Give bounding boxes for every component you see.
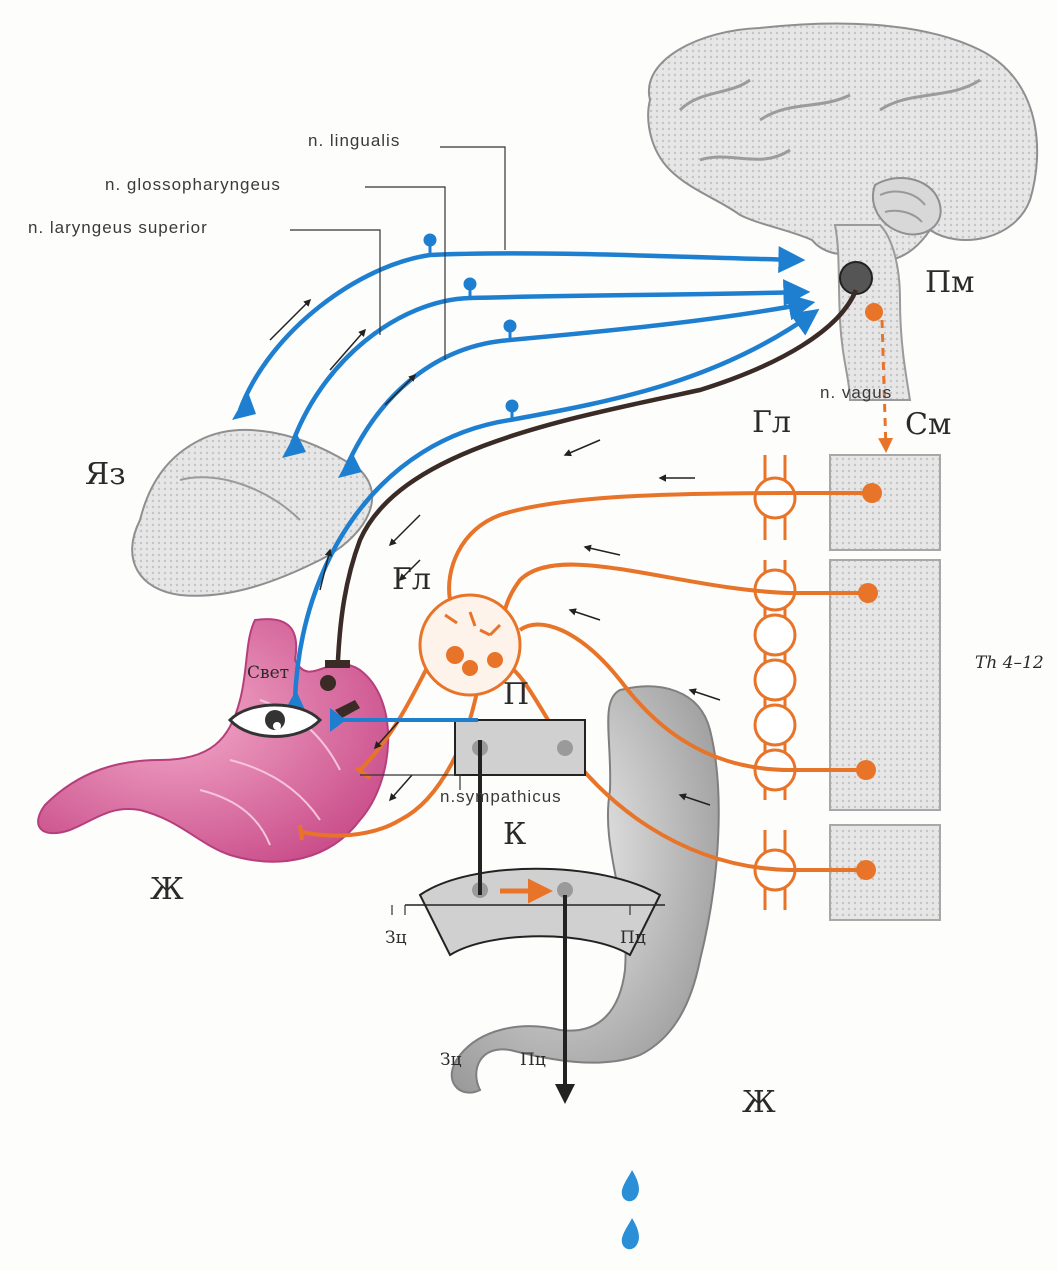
label-sm: См (905, 410, 951, 440)
label-k: К (503, 820, 526, 850)
tongue-icon (132, 430, 372, 596)
sympathetic-chain (755, 455, 795, 910)
label-p: П (503, 680, 529, 710)
nucleus-tractus-solitarius (840, 262, 872, 294)
label-zc-top: Зц (385, 930, 407, 947)
label-th: Th 4–12 (975, 655, 1044, 672)
label-pm: Пм (925, 268, 975, 298)
label-pc-top: Пц (620, 930, 646, 947)
label-zh-left: Ж (150, 875, 184, 905)
label-yaz: Яз (85, 460, 126, 490)
water-drops-icon (622, 1170, 639, 1249)
label-gl-top: Гл (752, 408, 791, 438)
stomach-icon (38, 619, 388, 862)
label-zh-right: Ж (742, 1088, 776, 1118)
vagus-nucleus (865, 303, 883, 321)
label-pc-bottom: Пц (520, 1052, 546, 1069)
nerve-ganglia (425, 235, 517, 420)
label-zc-bottom: Зц (440, 1052, 462, 1069)
label-n-sympathicus: n.sympathicus (440, 788, 562, 805)
spinal-cord (830, 455, 940, 920)
label-n-vagus: n. vagus (820, 384, 892, 401)
symp-ending-2 (300, 825, 302, 840)
label-svet: Свет (247, 665, 289, 682)
label-n-laryngeus: n. laryngeus superior (28, 219, 208, 236)
label-gl-ganglion: Гл (392, 565, 431, 595)
label-n-glossopharyngeus: n. glossopharyngeus (105, 176, 281, 193)
label-n-lingualis: n. lingualis (308, 132, 400, 149)
